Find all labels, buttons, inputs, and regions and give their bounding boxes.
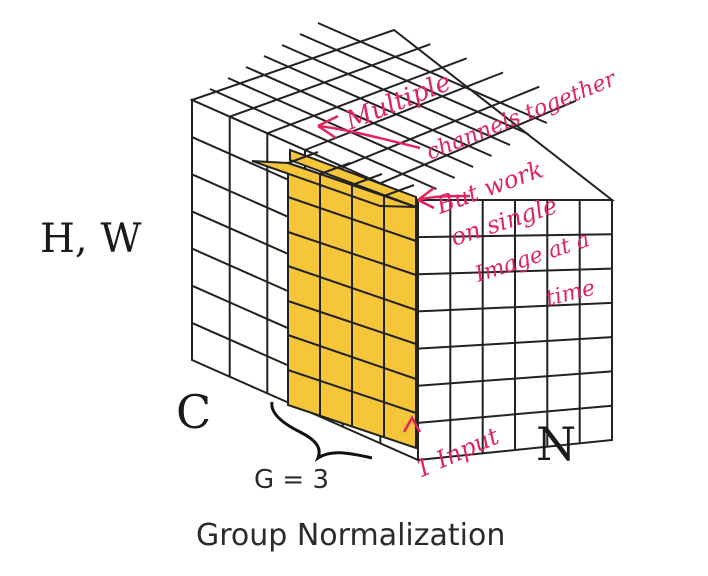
- hw-axis-label: H, W: [40, 216, 141, 262]
- highlight-top: [289, 148, 417, 209]
- highlight-back-strip: [251, 160, 417, 208]
- highlighted-group: [251, 148, 417, 450]
- annotation-arrow-top: [317, 114, 421, 150]
- group-size-label: G = 3: [254, 465, 329, 495]
- annotation-arrow-bottom: [402, 415, 422, 433]
- diagram-caption: Group Normalization: [196, 518, 505, 553]
- n-axis-label: N: [536, 417, 576, 471]
- annotation-arrow-middle: [417, 187, 471, 210]
- highlight-grid: [287, 151, 417, 437]
- c-axis-label: C: [176, 385, 211, 439]
- group-brace: [270, 401, 373, 462]
- top-face-grid: [209, 22, 577, 190]
- right-face-grid: [417, 200, 613, 457]
